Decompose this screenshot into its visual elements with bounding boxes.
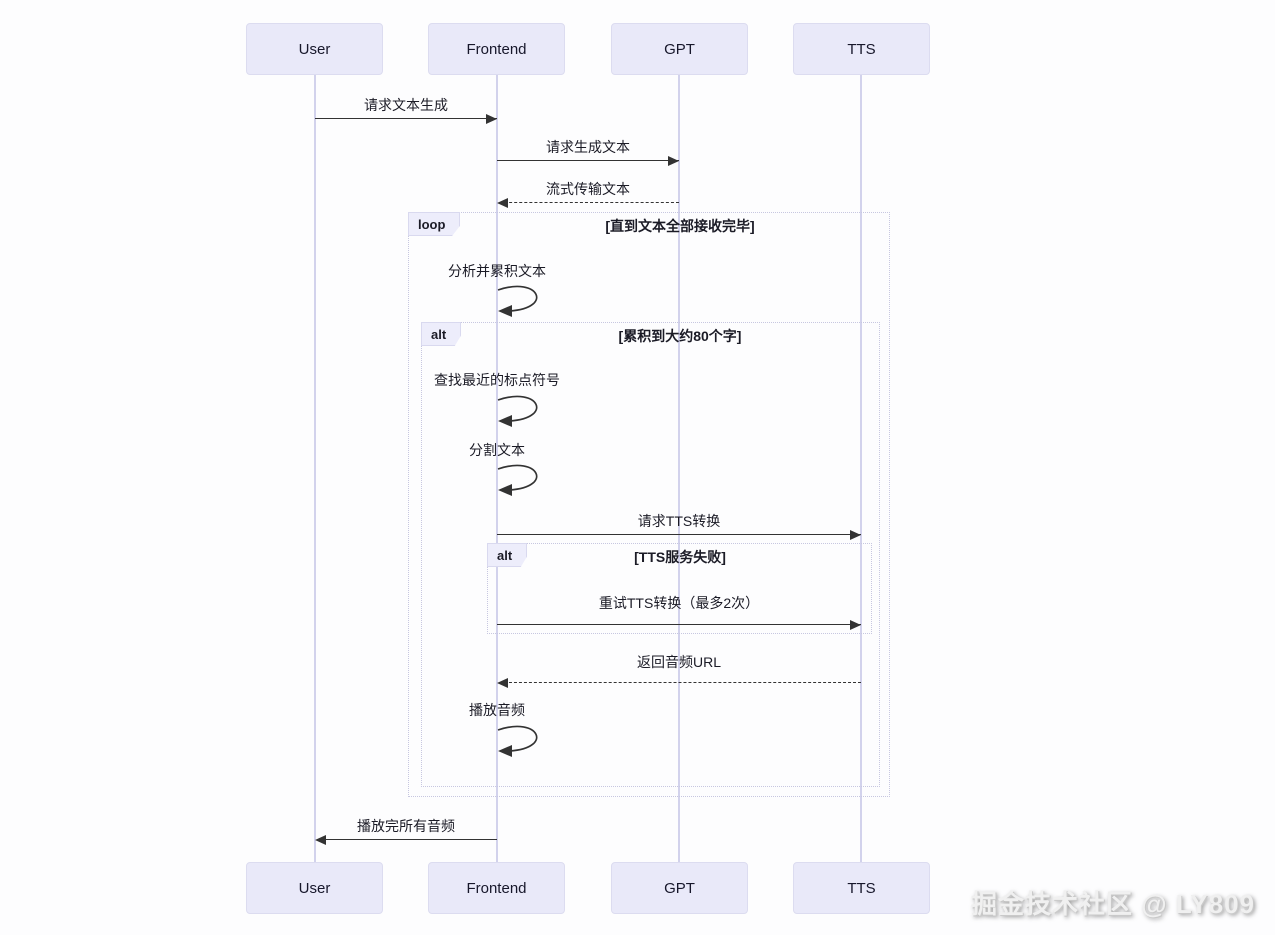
message-line <box>499 202 679 203</box>
actor-bottom-tts: TTS <box>793 862 930 914</box>
arrowhead-icon <box>850 530 861 540</box>
message-label: 流式传输文本 <box>546 181 630 197</box>
message-label: 请求文本生成 <box>364 97 448 113</box>
actor-top-tts: TTS <box>793 23 930 75</box>
watermark: 掘金技术社区 @ LY809 <box>970 889 1255 919</box>
fragment-alt-tts-fail: alt [TTS服务失败] <box>487 543 872 634</box>
self-message-label: 查找最近的标点符号 <box>434 372 560 388</box>
lifeline-frontend <box>495 75 498 862</box>
self-message-label: 播放音频 <box>469 702 525 718</box>
actor-label: GPT <box>664 40 695 58</box>
fragment-alt-accumulate: alt [累积到大约80个字] <box>421 322 880 787</box>
message-label: 返回音频URL <box>636 654 721 670</box>
actor-label: User <box>298 40 331 58</box>
lifeline-gpt <box>678 75 680 862</box>
actor-label: GPT <box>664 879 695 897</box>
actor-top-gpt: GPT <box>611 23 748 75</box>
fragment-alt1-keyword: alt <box>421 322 462 346</box>
self-message-label: 分割文本 <box>469 442 525 458</box>
self-loop-arrow-icon <box>497 725 538 757</box>
fragment-alt2-keyword: alt <box>487 543 528 567</box>
message-line <box>499 682 861 683</box>
arrowhead-icon <box>315 835 326 845</box>
actor-bottom-user: User <box>246 862 383 914</box>
actor-label: TTS <box>847 40 876 58</box>
self-message-label: 分析并累积文本 <box>448 263 546 279</box>
fragment-loop-condition: [直到文本全部接收完毕] <box>605 218 755 234</box>
lifeline-tts <box>860 75 862 862</box>
message-label: 请求生成文本 <box>546 139 630 155</box>
actor-label: Frontend <box>466 40 527 58</box>
fragment-alt2-condition: [TTS服务失败] <box>634 549 726 565</box>
actor-label: User <box>298 879 331 897</box>
actor-top-frontend: Frontend <box>428 23 565 75</box>
message-label: 请求TTS转换 <box>637 513 721 529</box>
arrowhead-icon <box>668 156 679 166</box>
actor-label: Frontend <box>466 879 527 897</box>
message-line <box>497 624 861 625</box>
message-line <box>497 534 861 535</box>
actor-bottom-gpt: GPT <box>611 862 748 914</box>
message-line <box>315 118 497 119</box>
message-label: 播放完所有音频 <box>357 818 455 834</box>
message-line <box>497 160 679 161</box>
lifeline-user <box>313 75 316 862</box>
self-loop-arrow-icon <box>497 395 538 427</box>
message-label: 重试TTS转换（最多2次） <box>598 595 760 611</box>
arrowhead-icon <box>486 114 497 124</box>
arrowhead-icon <box>497 198 508 208</box>
fragment-loop-keyword: loop <box>408 212 461 236</box>
fragment-alt1-condition: [累积到大约80个字] <box>618 328 742 344</box>
actor-bottom-frontend: Frontend <box>428 862 565 914</box>
message-line <box>317 839 497 840</box>
arrowhead-icon <box>497 678 508 688</box>
actor-label: TTS <box>847 879 876 897</box>
self-loop-arrow-icon <box>497 285 538 317</box>
arrowhead-icon <box>850 620 861 630</box>
fragment-loop: loop [直到文本全部接收完毕] <box>408 212 890 797</box>
self-loop-arrow-icon <box>497 464 538 496</box>
actor-top-user: User <box>246 23 383 75</box>
